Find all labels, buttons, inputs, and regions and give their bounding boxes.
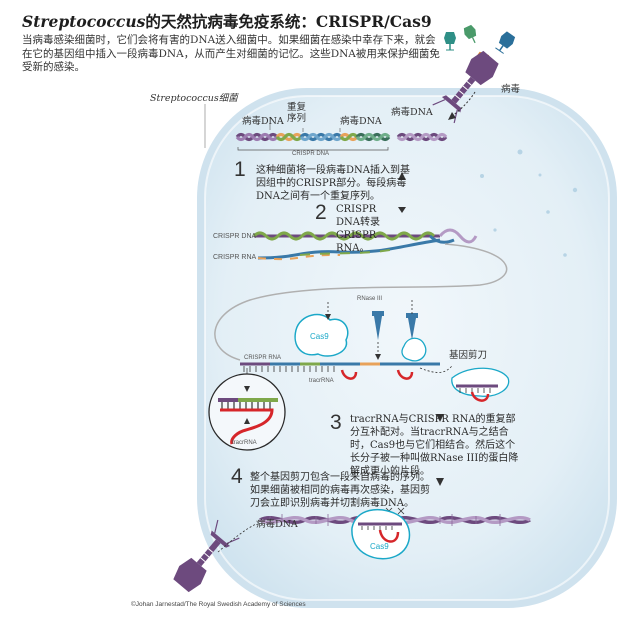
viral-dna-label-4: 病毒DNA <box>256 519 298 530</box>
scissors-complex-icon <box>451 367 510 402</box>
viral-dna-label-3: 病毒DNA <box>391 107 433 118</box>
bacteriophage-icon <box>432 50 499 124</box>
crispr-rna-label: CRISPR RNA <box>213 254 257 261</box>
rnase-iii-icon <box>406 313 418 340</box>
virus-icon <box>495 31 516 54</box>
crispr-dna-small-label: CRISPR DNA <box>292 151 330 157</box>
rnase-iii-label: RNase III <box>357 296 383 302</box>
step-4-number: 4 <box>231 465 243 488</box>
tracrrna-label-1: tracrRNA <box>309 378 334 384</box>
bacterium-label: Streptococcus细菌 <box>150 93 238 104</box>
scissors-label: 基因剪刀 <box>449 350 488 361</box>
crispr-dna-array <box>235 118 448 151</box>
tracrrna-label-2: tracrRNA <box>232 440 257 446</box>
step-3-number: 3 <box>330 411 342 434</box>
viral-dna-label-2: 病毒DNA <box>340 116 382 127</box>
cas9-protein <box>351 508 411 560</box>
step-1-text: 这种细菌将一段病毒DNA插入到基因组中的CRISPR部分。每段病毒DNA之间有一… <box>256 165 410 202</box>
viral-dna-label-1: 病毒DNA <box>242 116 284 127</box>
crispr-rna-strand <box>257 238 441 261</box>
processed-crispr-rna <box>240 362 440 372</box>
virus-label: 病毒 <box>501 84 521 95</box>
virus-icon <box>463 24 477 44</box>
cas9-label-1: Cas9 <box>310 332 329 341</box>
crispr-rna-label-2: CRISPR RNA <box>244 355 282 361</box>
crispr-dna-label: CRISPR DNA <box>213 233 257 240</box>
step-3-text: tracrRNA与CRISPR RNA的重复部分互补配对。当tracrRNA与之… <box>350 414 519 477</box>
step-2-text: CRISPR DNA转录CRISPR RNA。 <box>336 204 380 254</box>
virus-icon <box>444 32 456 51</box>
crispr-dna-strand <box>252 228 478 244</box>
repeat-label: 重复 序列 <box>287 102 307 124</box>
bacteriophage-icon <box>173 519 240 593</box>
intro-text: 当病毒感染细菌时，它们会将有害的DNA送入细菌中。如果细菌在感染中幸存下来，就会… <box>22 34 440 73</box>
credit-line: ©Johan Jarnestad/The Royal Swedish Acade… <box>131 601 306 608</box>
step-4-text: 整个基因剪刀包含一段来自病毒的序列。如果细菌被相同的病毒再次感染，基因剪刀会立即… <box>250 472 430 509</box>
step-1-number: 1 <box>234 158 246 181</box>
cas9-label-2: Cas9 <box>370 542 389 551</box>
rnase-iii-icon <box>372 311 384 340</box>
zoom-detail <box>218 386 278 445</box>
page-title: Streptococcus的天然抗病毒免疫系统：CRISPR/Cas9 <box>22 12 432 31</box>
step-2-number: 2 <box>315 201 327 224</box>
cas9-protein <box>294 313 349 357</box>
